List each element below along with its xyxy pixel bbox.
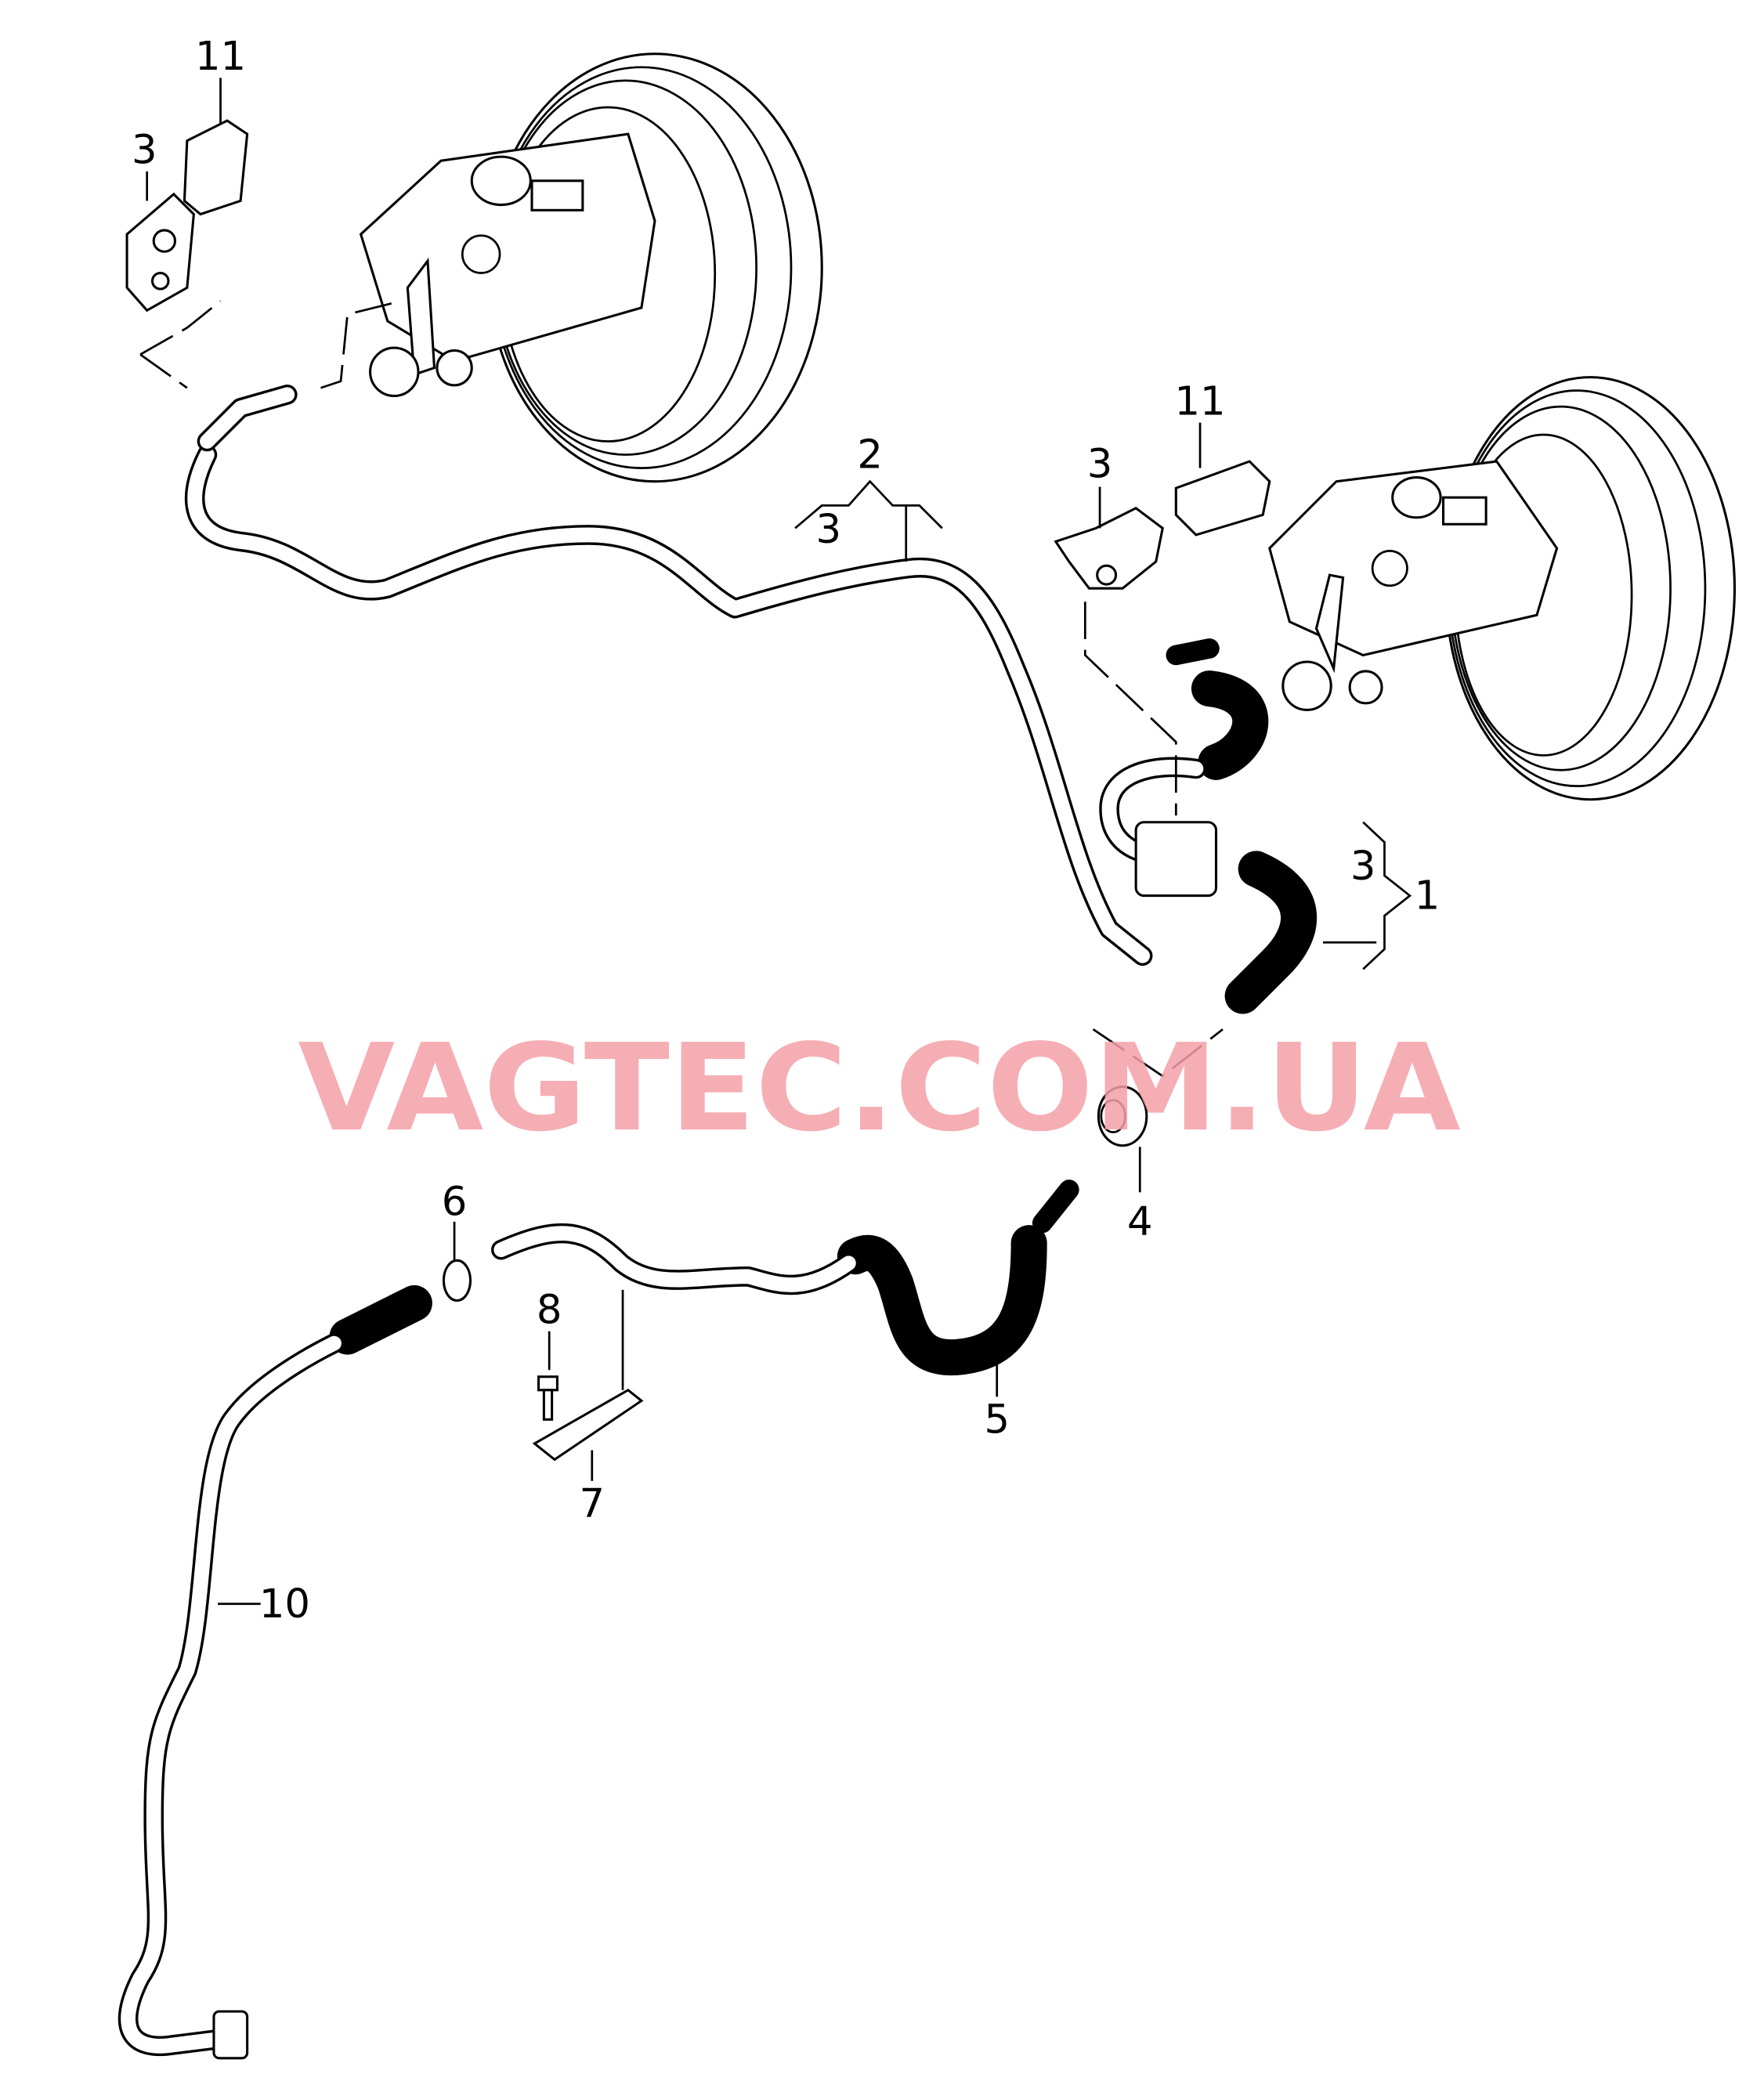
callout-3-hose-2: 3 <box>815 506 841 553</box>
callout-3-upper-sensor: 3 <box>132 127 157 174</box>
callout-3-lower-sensor: 3 <box>1087 441 1113 488</box>
callout-2: 2 <box>857 432 883 479</box>
bracket-7 <box>532 1388 644 1462</box>
callout-4: 4 <box>1127 1198 1153 1245</box>
pressure-sensor-upper <box>125 192 195 313</box>
callout-11-upper: 11 <box>195 33 246 80</box>
callout-6: 6 <box>442 1178 468 1225</box>
callout-7: 7 <box>580 1480 605 1527</box>
check-valve-4 <box>1097 1085 1148 1147</box>
callout-5: 5 <box>984 1396 1010 1443</box>
callout-1: 1 <box>1415 873 1440 920</box>
callout-10: 10 <box>259 1581 310 1628</box>
bolt-8 <box>537 1375 558 1421</box>
vacuum-hose-2 <box>184 385 1153 967</box>
vacuum-hose-1 <box>1099 638 1318 1014</box>
pressure-sensor-lower <box>1054 507 1164 590</box>
leader-lines <box>139 78 1412 1606</box>
brake-booster-lower <box>1268 376 1737 801</box>
callout-3-hose-1: 3 <box>1350 843 1376 890</box>
connector-plug-upper <box>183 119 249 216</box>
vacuum-line-10 <box>117 1284 432 2060</box>
vacuum-hose-5 <box>490 1180 1079 1376</box>
brake-booster-upper <box>359 52 823 483</box>
connector-plug-lower <box>1174 460 1271 537</box>
watermark: VAGTEC.COM.UA <box>298 1018 1460 1158</box>
hose-clamp-6 <box>442 1259 472 1303</box>
callout-11-lower: 11 <box>1174 378 1225 425</box>
callout-8: 8 <box>537 1287 562 1334</box>
